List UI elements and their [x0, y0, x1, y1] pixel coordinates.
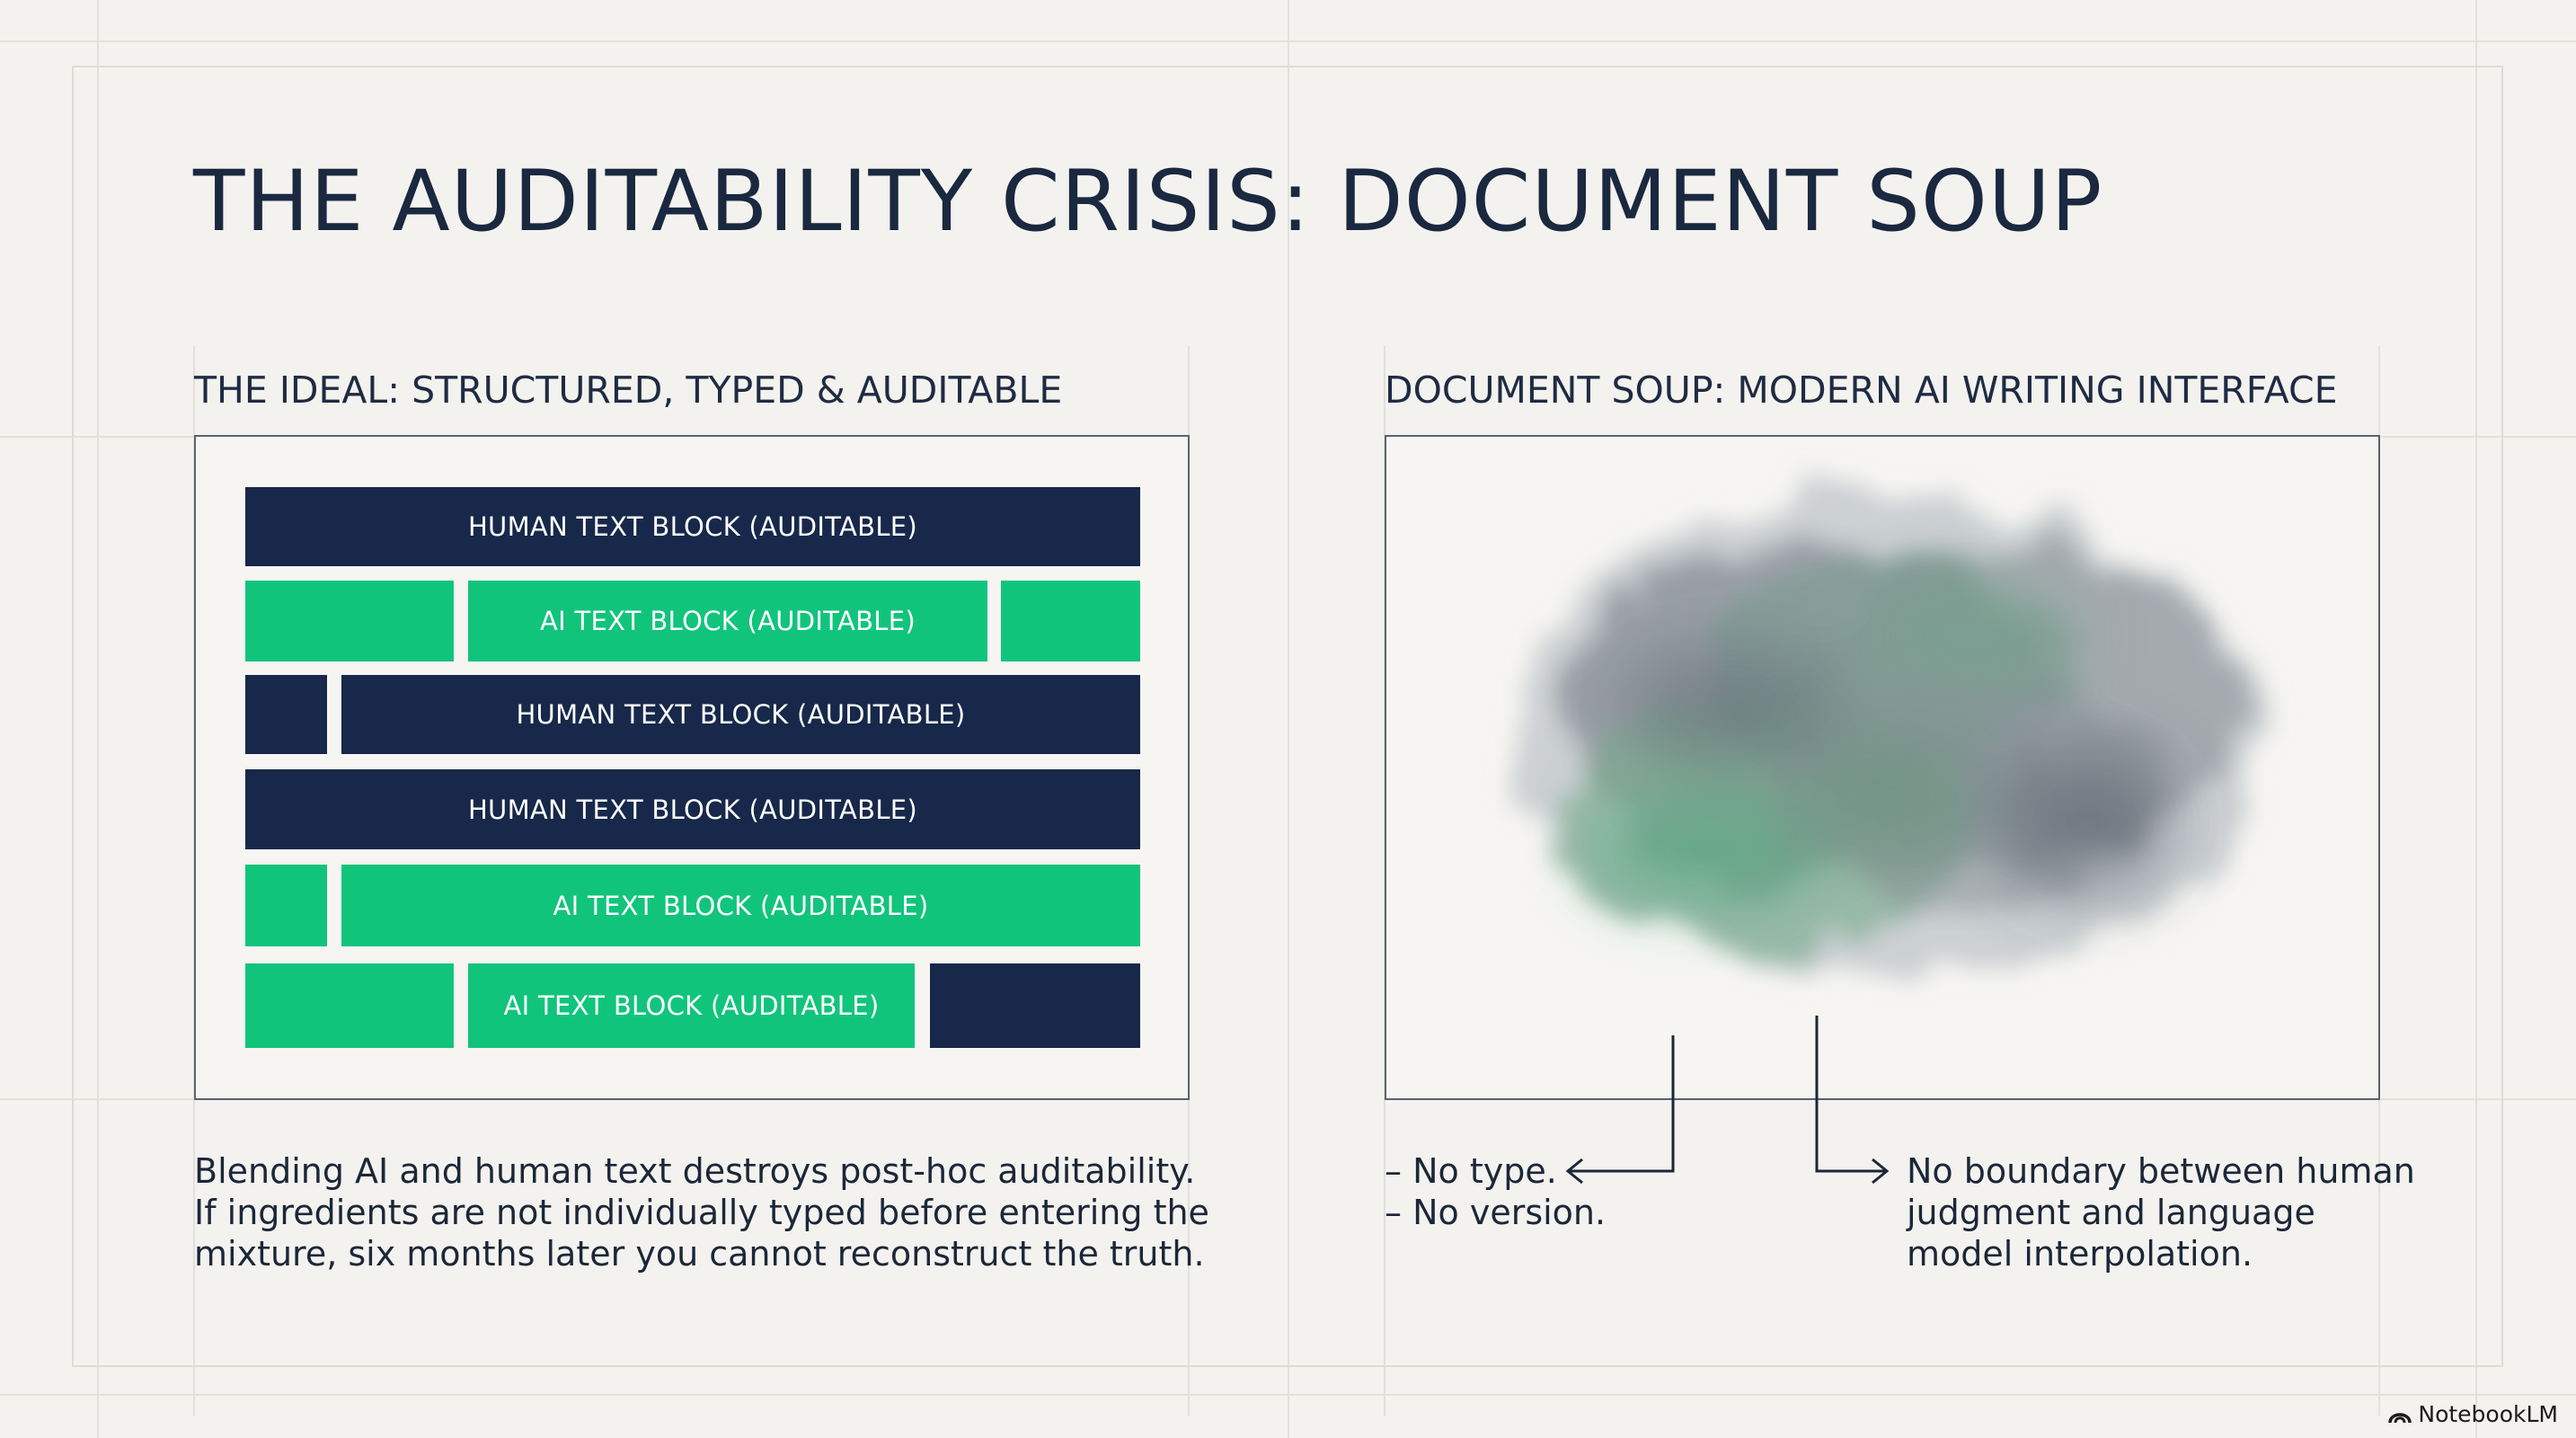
human-block-segment — [930, 963, 1140, 1048]
ai-block-segment — [245, 581, 454, 661]
guide-line — [0, 1098, 193, 1100]
guide-line — [2381, 1098, 2576, 1100]
soup-right-note: No boundary between human judgment and l… — [1907, 1150, 2415, 1274]
document-soup-cloud — [1508, 495, 2262, 972]
guide-line — [2475, 0, 2477, 1438]
slide-frame — [72, 66, 2503, 1367]
ai-text-block: AI TEXT BLOCK (AUDITABLE) — [468, 581, 987, 661]
note-no-version: – No version. — [1385, 1193, 1607, 1232]
guide-line — [1288, 0, 1289, 1438]
caption-line: Blending AI and human text destroys post… — [194, 1151, 1196, 1191]
soup-left-notes: – No type. – No version. — [1385, 1150, 1606, 1233]
guide-line — [0, 40, 2576, 42]
notebooklm-logo: NotebookLM — [2387, 1401, 2558, 1427]
human-text-block: HUMAN TEXT BLOCK (AUDITABLE) — [245, 769, 1140, 849]
ai-text-block: AI TEXT BLOCK (AUDITABLE) — [468, 963, 915, 1048]
guide-line — [2381, 436, 2576, 438]
logo-text: NotebookLM — [2418, 1401, 2558, 1427]
human-block-segment — [245, 675, 327, 754]
caption-line: If ingredients are not individually type… — [194, 1193, 1209, 1232]
caption-line: No boundary between human — [1907, 1151, 2415, 1191]
ai-block-segment — [245, 963, 454, 1048]
guide-line — [97, 0, 99, 1438]
note-no-type: – No type. — [1385, 1151, 1557, 1191]
notebooklm-logo-icon — [2388, 1412, 2412, 1423]
ai-block-segment — [1001, 581, 1140, 661]
ideal-panel: HUMAN TEXT BLOCK (AUDITABLE) AI TEXT BLO… — [194, 435, 1190, 1100]
guide-line — [0, 1394, 2576, 1396]
caption-line: mixture, six months later you cannot rec… — [194, 1234, 1205, 1274]
ideal-caption: Blending AI and human text destroys post… — [194, 1150, 1209, 1274]
caption-line: judgment and language — [1907, 1193, 2315, 1232]
human-text-block: HUMAN TEXT BLOCK (AUDITABLE) — [245, 487, 1140, 566]
caption-line: model interpolation. — [1907, 1234, 2253, 1274]
human-text-block: HUMAN TEXT BLOCK (AUDITABLE) — [341, 675, 1140, 754]
soup-panel — [1385, 435, 2380, 1100]
soup-panel-title: DOCUMENT SOUP: MODERN AI WRITING INTERFA… — [1385, 368, 2338, 412]
ai-block-segment — [245, 865, 327, 946]
page-title: THE AUDITABILITY CRISIS: DOCUMENT SOUP — [193, 153, 2103, 251]
ideal-panel-title: THE IDEAL: STRUCTURED, TYPED & AUDITABLE — [194, 368, 1063, 412]
guide-line — [0, 436, 193, 438]
ai-text-block: AI TEXT BLOCK (AUDITABLE) — [341, 865, 1140, 946]
